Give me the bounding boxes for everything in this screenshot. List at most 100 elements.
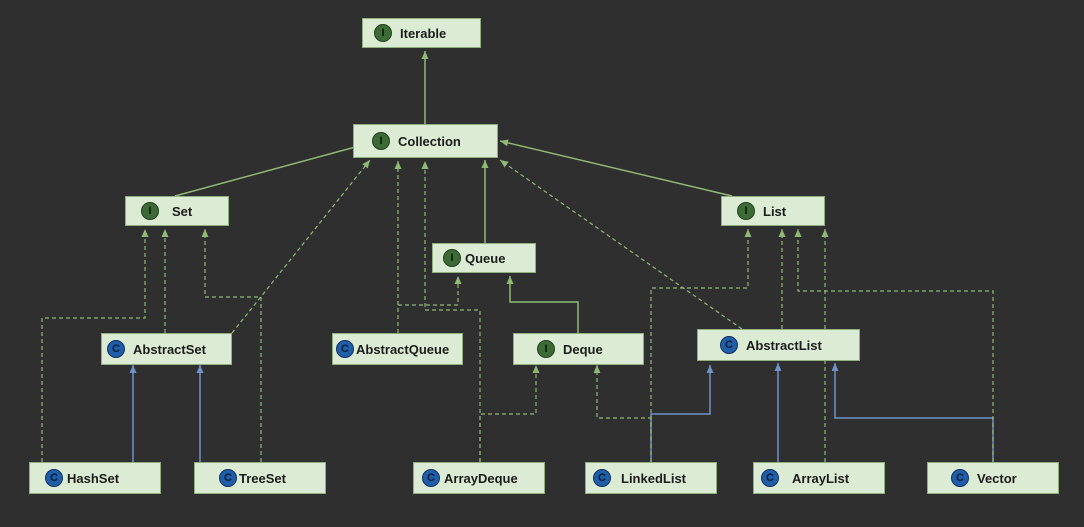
edge-hashset-to-abstractset-arrowhead [129, 365, 137, 373]
edge-abstractqueue-to-queue-arrowhead [454, 276, 462, 284]
edge-treeset-to-set-line [204, 229, 262, 462]
class-icon: C [336, 340, 354, 358]
class-icon: C [720, 336, 738, 354]
node-vector[interactable]: C Vector [927, 462, 1059, 494]
edge-arraydeque-to-collection-arrowhead [421, 161, 429, 169]
interface-icon: I [443, 249, 461, 267]
node-linkedlist[interactable]: C LinkedList [585, 462, 717, 494]
interface-icon: I [141, 202, 159, 220]
edge-treeset-to-abstractset-arrowhead [196, 365, 204, 373]
edge-treeset-to-set [201, 229, 262, 462]
edge-abstractset-to-collection-line [231, 159, 371, 334]
node-queue[interactable]: I Queue [432, 243, 536, 273]
edge-deque-to-queue [506, 276, 579, 333]
edge-treeset-to-abstractset [196, 365, 204, 462]
node-label: TreeSet [239, 470, 286, 486]
node-label: HashSet [67, 470, 120, 486]
edge-linkedlist-to-abstractlist-arrowhead [706, 365, 714, 373]
edge-abstractset-to-set-arrowhead [161, 229, 169, 237]
node-label: Vector [977, 470, 1017, 486]
edge-abstractset-to-collection-arrowhead [362, 160, 370, 169]
node-label: Queue [465, 250, 506, 266]
node-hashset[interactable]: C HashSet [29, 462, 161, 494]
edge-set-to-collection [174, 141, 371, 197]
node-list[interactable]: I List [721, 196, 825, 226]
edge-list-to-collection-line [499, 140, 733, 197]
edge-vector-to-abstractlist-arrowhead [831, 363, 839, 371]
interface-icon: I [537, 340, 555, 358]
edge-vector-to-abstractlist [831, 363, 994, 462]
edge-vector-to-abstractlist-line [834, 363, 994, 462]
edge-arraylist-to-abstractlist [774, 363, 782, 462]
edge-list-to-collection [499, 139, 733, 197]
node-label: ArrayList [792, 470, 850, 486]
edge-list-to-collection-arrowhead [500, 139, 509, 147]
node-abstractset[interactable]: C AbstractSet [101, 333, 232, 365]
edge-abstractqueue-to-queue-line [398, 276, 459, 306]
edge-hashset-to-abstractset [129, 365, 137, 462]
edge-arraydeque-to-deque-arrowhead [532, 365, 540, 373]
edge-abstractlist-to-collection-line [499, 159, 743, 330]
edge-deque-to-queue-arrowhead [506, 276, 514, 284]
edge-collection-to-iterable-arrowhead [421, 51, 429, 59]
edge-hashset-to-set [41, 229, 149, 462]
edge-linkedlist-to-list [650, 229, 752, 462]
node-abstractlist[interactable]: C AbstractList [697, 329, 860, 361]
node-arraylist[interactable]: C ArrayList [753, 462, 885, 494]
node-arraydeque[interactable]: C ArrayDeque [413, 462, 545, 494]
node-collection[interactable]: I Collection [353, 124, 498, 158]
edge-vector-to-list [794, 229, 994, 462]
edge-linkedlist-to-abstractlist [650, 365, 714, 462]
node-label: LinkedList [621, 470, 687, 486]
edge-linkedlist-to-deque-arrowhead [593, 365, 601, 373]
node-label: Collection [398, 133, 461, 149]
class-icon: C [45, 469, 63, 487]
edge-collection-to-iterable [421, 51, 429, 124]
node-label: Iterable [400, 25, 447, 41]
node-set[interactable]: I Set [125, 196, 229, 226]
edge-abstractlist-to-collection [499, 159, 743, 330]
class-icon: C [219, 469, 237, 487]
class-icon: C [951, 469, 969, 487]
edge-arraydeque-to-deque-line [479, 365, 537, 462]
class-icon: C [761, 469, 779, 487]
edge-linkedlist-to-deque [593, 365, 652, 440]
edge-hashset-to-set-arrowhead [141, 229, 149, 237]
node-label: List [763, 203, 787, 219]
node-treeset[interactable]: C TreeSet [194, 462, 326, 494]
edge-set-to-collection-line [174, 142, 371, 197]
edge-deque-to-queue-line [509, 276, 579, 333]
edge-abstractlist-to-collection-arrowhead [500, 160, 509, 168]
edge-abstractlist-to-list [778, 229, 786, 329]
edge-arraylist-to-list [821, 229, 829, 462]
edge-arraydeque-to-collection [421, 161, 481, 462]
edge-treeset-to-set-arrowhead [201, 229, 209, 237]
edge-linkedlist-to-deque-line [596, 365, 652, 440]
node-label: ArrayDeque [444, 470, 518, 486]
node-label: Set [172, 203, 193, 219]
edge-queue-to-collection [481, 160, 489, 243]
edge-queue-to-collection-arrowhead [481, 160, 489, 168]
edge-vector-to-list-arrowhead [794, 229, 802, 237]
node-deque[interactable]: I Deque [513, 333, 644, 365]
class-icon: C [107, 340, 125, 358]
edge-abstractset-to-collection [231, 159, 371, 334]
edge-abstractset-to-set [161, 229, 169, 333]
class-icon: C [422, 469, 440, 487]
node-iterable[interactable]: I Iterable [362, 18, 481, 48]
node-label: AbstractSet [133, 341, 206, 357]
node-label: AbstractQueue [356, 341, 450, 357]
edge-abstractlist-to-list-arrowhead [778, 229, 786, 237]
node-abstractqueue[interactable]: C AbstractQueue [332, 333, 463, 365]
edge-arraydeque-to-collection-line [424, 161, 481, 462]
class-icon: C [593, 469, 611, 487]
edge-arraylist-to-abstractlist-arrowhead [774, 363, 782, 371]
edge-abstractqueue-to-collection [394, 161, 402, 333]
edge-vector-to-list-line [797, 229, 994, 462]
interface-icon: I [737, 202, 755, 220]
node-label: AbstractList [746, 337, 822, 353]
node-label: Deque [563, 341, 603, 357]
edge-abstractqueue-to-collection-arrowhead [394, 161, 402, 169]
